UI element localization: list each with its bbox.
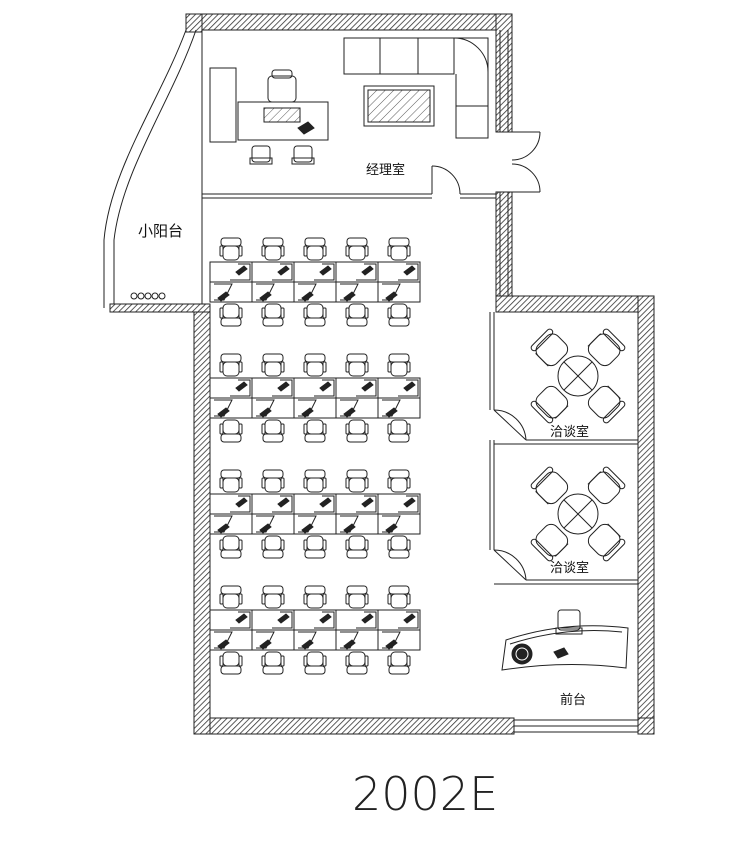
desk-chair — [261, 419, 285, 443]
desk-chair — [303, 469, 327, 493]
window-right-upper — [499, 30, 509, 296]
desk-chair — [303, 585, 327, 609]
desk-chair — [219, 651, 243, 675]
workstation-cluster — [209, 237, 421, 327]
balcony-drain — [130, 292, 166, 300]
workstation-cluster — [209, 353, 421, 443]
meeting-chair — [530, 523, 569, 562]
manager-office-label: 经理室 — [366, 162, 405, 178]
entrance — [514, 719, 638, 733]
reception-label: 前台 — [560, 692, 586, 708]
desk-chair — [219, 353, 243, 377]
desk-chair — [303, 535, 327, 559]
meeting-table-set — [530, 466, 626, 562]
desk-pod — [335, 585, 377, 675]
desk-chair — [345, 419, 369, 443]
meeting-partitions — [489, 312, 638, 585]
desk-chair — [261, 469, 285, 493]
desk-chair — [345, 237, 369, 261]
desk-pod — [293, 353, 335, 443]
side-door — [511, 131, 541, 193]
desk-chair — [261, 535, 285, 559]
desk-chair — [345, 469, 369, 493]
desk-chair — [219, 237, 243, 261]
desk-pod — [377, 469, 419, 559]
desk-chair — [219, 469, 243, 493]
desk-chair — [387, 419, 411, 443]
desk-chair — [387, 237, 411, 261]
desk-chair — [261, 237, 285, 261]
meeting-room-2-label: 洽谈室 — [550, 560, 589, 576]
desk-chair — [219, 419, 243, 443]
desk-chair — [345, 535, 369, 559]
desk-chair — [345, 353, 369, 377]
desk-pod — [293, 237, 335, 327]
meeting-chair — [587, 385, 626, 424]
desk-chair — [261, 651, 285, 675]
desk-pod — [209, 353, 251, 443]
desk-pod — [335, 469, 377, 559]
desk-pod — [251, 469, 293, 559]
meeting-chair — [530, 466, 569, 505]
desk-chair — [261, 353, 285, 377]
desk-pod — [251, 585, 293, 675]
desk-pod — [251, 237, 293, 327]
desk-chair — [387, 535, 411, 559]
workstations — [209, 237, 421, 675]
workstation-cluster — [209, 469, 421, 559]
visitor-chair — [249, 145, 273, 165]
desk-pod — [335, 237, 377, 327]
unit-id: 2002E — [352, 767, 498, 821]
desk-pod — [209, 585, 251, 675]
desk-chair — [303, 651, 327, 675]
desk-chair — [303, 237, 327, 261]
desk-chair — [345, 651, 369, 675]
desk-chair — [261, 585, 285, 609]
visitor-chair — [291, 145, 315, 165]
desk-pod — [293, 469, 335, 559]
desk-chair — [303, 353, 327, 377]
desk-chair — [219, 585, 243, 609]
meeting-room-1-label: 洽谈室 — [550, 424, 589, 440]
meeting-chair — [587, 466, 626, 505]
desk-chair — [219, 535, 243, 559]
manager-office — [202, 37, 496, 199]
desk-chair — [387, 651, 411, 675]
desk-chair — [387, 469, 411, 493]
desk-chair — [219, 303, 243, 327]
meeting-chair — [587, 328, 626, 367]
desk-chair — [387, 585, 411, 609]
balcony-label: 小阳台 — [138, 222, 183, 240]
desk-pod — [335, 353, 377, 443]
desk-pod — [209, 237, 251, 327]
meeting-chair — [587, 523, 626, 562]
desk-pod — [293, 585, 335, 675]
desk-chair — [345, 585, 369, 609]
desk-pod — [251, 353, 293, 443]
balcony — [103, 29, 203, 308]
desk-pod — [209, 469, 251, 559]
workstation-cluster — [209, 585, 421, 675]
desk-pod — [377, 353, 419, 443]
desk-pod — [377, 237, 419, 327]
reception-desk — [501, 609, 629, 671]
desk-chair — [387, 353, 411, 377]
desk-pod — [377, 585, 419, 675]
desk-chair — [303, 303, 327, 327]
desk-chair — [261, 303, 285, 327]
desk-chair — [345, 303, 369, 327]
meeting-chair — [530, 385, 569, 424]
meeting-chair — [530, 328, 569, 367]
meeting-table-set — [530, 328, 626, 424]
desk-chair — [387, 303, 411, 327]
desk-chair — [303, 419, 327, 443]
